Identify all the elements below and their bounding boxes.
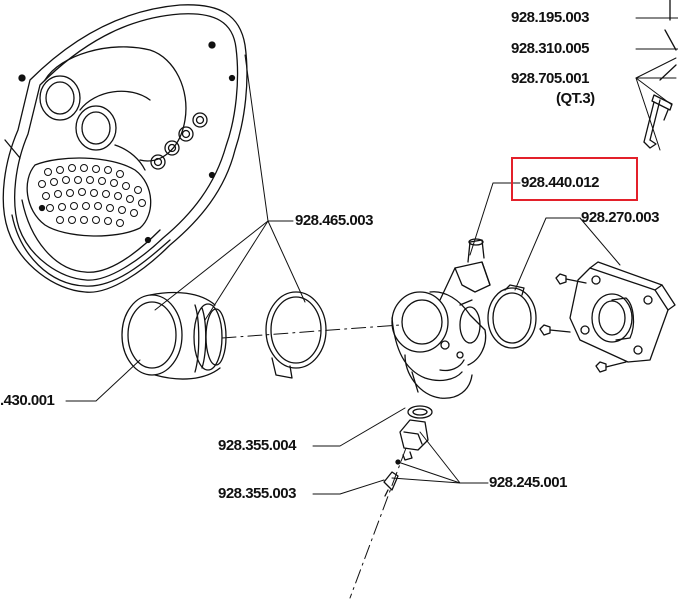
part-label-928-465-003: 928.465.003 (295, 212, 373, 229)
part-label-qty-3: (QT.3) (556, 90, 595, 107)
hose-clamp (265, 291, 327, 379)
leader-lines (65, 17, 678, 495)
part-label-430-001: .430.001 (0, 392, 55, 409)
flange-bolts (539, 273, 627, 373)
airbox-assembly (2, 4, 248, 293)
part-label-928-245-001: 928.245.001 (489, 474, 567, 491)
part-label-928-195-003: 928.195.003 (511, 9, 589, 26)
part-label-928-310-005: 928.310.005 (511, 40, 589, 57)
part-label-928-355-004: 928.355.004 (218, 437, 296, 454)
carb-clamp (487, 284, 537, 349)
part-label-928-440-012: 928.440.012 (521, 174, 599, 191)
part-label-928-355-003: 928.355.003 (218, 485, 296, 502)
mounting-screws (643, 0, 677, 149)
intake-manifold-flange (569, 261, 676, 363)
part-label-928-270-003: 928.270.003 (581, 209, 659, 226)
part-label-928-705-001: 928.705.001 (511, 70, 589, 87)
carburetor (391, 238, 491, 399)
highlight-box (511, 157, 638, 201)
intake-boot (121, 291, 227, 380)
main-jet (383, 405, 433, 497)
